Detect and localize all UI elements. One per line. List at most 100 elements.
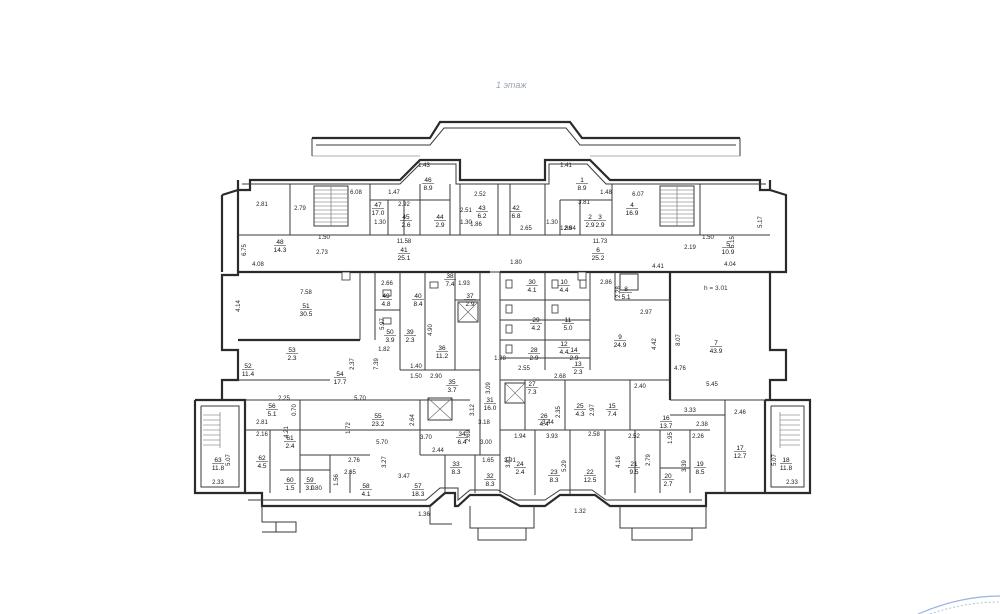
room-area: 25.1 — [398, 255, 411, 262]
dimension-label: 2.86 — [600, 280, 612, 286]
room-label: 353.7 — [446, 379, 458, 394]
dimension-label: 2.97 — [640, 310, 652, 316]
dimension-label: 3.47 — [398, 474, 410, 480]
sanitary-fixtures — [341, 271, 587, 354]
dimension-label: 3.70 — [420, 435, 432, 441]
room-label: 22.9 — [584, 214, 596, 229]
room-number: 10 — [560, 279, 568, 286]
room-number: 11 — [565, 317, 572, 324]
room-number: 8 — [624, 286, 628, 293]
dimension-label: 2.79 — [646, 454, 652, 466]
room-label: 624.5 — [256, 455, 268, 470]
corner-stamp — [917, 595, 1000, 614]
room-area: 3.7 — [447, 387, 456, 394]
room-area: 10.9 — [722, 249, 735, 256]
room-area: 4.5 — [257, 463, 266, 470]
room-area: 4.1 — [527, 287, 536, 294]
room-label: 468.9 — [422, 177, 434, 192]
dimension-label: 0.70 — [292, 404, 298, 416]
room-number: 35 — [448, 379, 456, 386]
room-area: 11.2 — [436, 353, 449, 360]
dimension-label: 2.51 — [460, 208, 472, 214]
room-number: 18 — [782, 457, 790, 464]
dimension-label: 4.42 — [652, 338, 658, 350]
room-label: 277.3 — [526, 381, 538, 396]
room-area: 2.3 — [405, 337, 414, 344]
room-number: 60 — [286, 477, 294, 484]
dimension-label: 1.93 — [458, 281, 470, 287]
room-area: 2.4 — [515, 469, 524, 476]
room-area: 4.3 — [575, 411, 584, 418]
dimension-label: 5.97 — [380, 318, 386, 330]
room-area: 11.8 — [780, 465, 793, 472]
dimension-label: 3.18 — [478, 420, 490, 426]
dimension-label: 11.73 — [593, 239, 608, 245]
dimension-label: 4.41 — [652, 264, 664, 270]
dimension-label: 2.38 — [696, 422, 708, 428]
room-label: 124.4 — [558, 341, 570, 356]
dimension-label: 2.65 — [344, 470, 356, 476]
dimension-label: 1.80 — [310, 486, 322, 492]
room-area: 2.4 — [285, 443, 294, 450]
room-number: 26 — [540, 413, 548, 420]
room-area: 2.7 — [663, 481, 672, 488]
room-area: 23.2 — [372, 421, 385, 428]
dimension-label: 1.50 — [318, 235, 330, 241]
dimension-label: 2.19 — [684, 245, 696, 251]
dimension-label: 2.26 — [692, 434, 704, 440]
room-label: 494.8 — [380, 293, 392, 308]
dimension-label: 1.50 — [410, 374, 422, 380]
dimension-label: 4.21 — [284, 426, 290, 438]
room-area: 7.4 — [445, 281, 454, 288]
room-area: 8.3 — [549, 477, 558, 484]
interior-walls — [238, 184, 770, 495]
room-number: 1 — [580, 177, 584, 184]
room-area: 8.4 — [413, 301, 422, 308]
room-area: 16.0 — [484, 405, 497, 412]
dimension-label: 1.86 — [560, 226, 572, 232]
dimension-label: 2.81 — [256, 202, 268, 208]
room-number: 6 — [596, 247, 600, 254]
dimension-label: 5.07 — [226, 454, 232, 466]
room-number: 16 — [662, 415, 670, 422]
room-label: 202.7 — [662, 473, 674, 488]
dimension-label: 5.15 — [730, 236, 736, 248]
room-area: 2.9 — [435, 222, 444, 229]
room-label: 85.1 — [620, 286, 632, 301]
dimension-label: 3.93 — [546, 434, 558, 440]
room-number: 7 — [714, 340, 718, 347]
dimension-label: 2.69 — [466, 430, 472, 442]
room-number: 43 — [478, 205, 486, 212]
room-area: 2.3 — [573, 369, 582, 376]
dimension-label: 1.56 — [334, 474, 340, 486]
room-label: 416.9 — [626, 202, 639, 217]
dimension-label: 2.97 — [590, 404, 596, 416]
room-number: 52 — [244, 363, 252, 370]
room-label: 436.2 — [476, 205, 488, 220]
dimension-label: 5.70 — [354, 396, 366, 402]
room-number: 20 — [664, 473, 672, 480]
room-area: 2.9 — [585, 222, 594, 229]
room-area: 2.6 — [401, 222, 410, 229]
room-label: 157.4 — [606, 403, 618, 418]
stairs-nw — [313, 185, 349, 227]
room-area: 4.4 — [539, 421, 548, 428]
room-label: 601.5 — [284, 477, 296, 492]
room-area: 5.0 — [563, 325, 572, 332]
room-label: 294.2 — [530, 317, 542, 332]
room-label: 238.3 — [548, 469, 560, 484]
room-number: 24 — [516, 461, 524, 468]
dimension-label: 3.33 — [684, 408, 696, 414]
room-label: 442.9 — [434, 214, 446, 229]
exterior-walls — [193, 120, 812, 541]
dimension-label: 2.44 — [432, 448, 444, 454]
room-area: 8.9 — [577, 185, 586, 192]
room-number: 27 — [528, 381, 536, 388]
room-number: 3 — [598, 214, 602, 221]
